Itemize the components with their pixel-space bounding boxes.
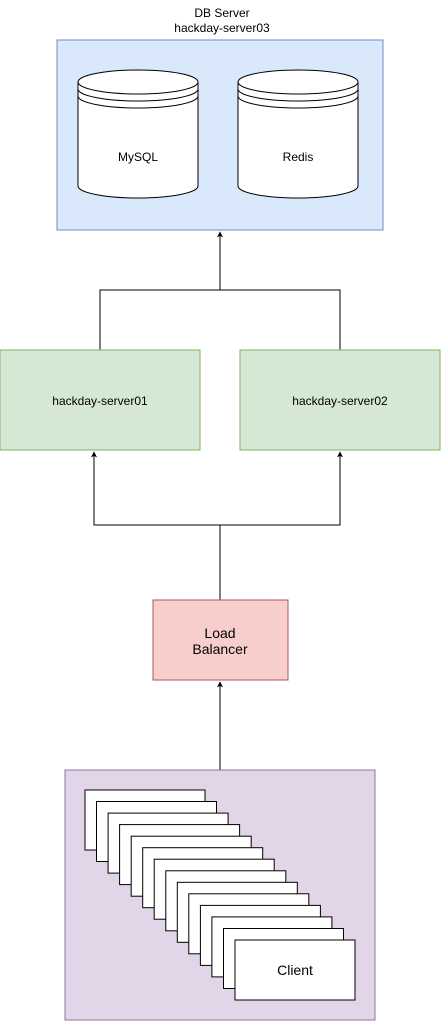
redis-cylinder-top: [237, 81, 359, 95]
client-stack: [84, 789, 356, 1001]
lb-to-app-connector-left: [91, 451, 221, 600]
mysql-cylinder-top: [77, 81, 199, 95]
app-to-db-connector-left: [99, 231, 223, 350]
mysql-cylinder-body: [77, 69, 199, 199]
mysql-database[interactable]: MySQL: [77, 69, 199, 199]
app-to-db-connector-right: [220, 289, 341, 350]
app-server-1[interactable]: hackday-server01: [0, 349, 201, 451]
client-label: Client: [277, 962, 313, 978]
clients-group[interactable]: Client: [64, 769, 376, 1021]
redis-cylinder-ring: [237, 95, 359, 109]
client-card: [234, 939, 356, 1001]
app-server-2[interactable]: hackday-server02: [239, 349, 441, 451]
app-server-2-label: hackday-server02: [292, 394, 388, 408]
redis-database[interactable]: Redis: [237, 69, 359, 199]
mysql-cylinder-ring: [77, 95, 199, 109]
db-server-title: DB Server: [194, 6, 249, 20]
lb-to-app-connector-right: [220, 451, 343, 526]
load-balancer-box: [152, 599, 289, 681]
app-server-1-label: hackday-server01: [52, 394, 148, 408]
mysql-label: MySQL: [118, 150, 158, 164]
app-server-1-box: [0, 349, 201, 451]
load-balancer-label-line2: Balancer: [192, 641, 248, 657]
load-balancer-label-line1: Load: [204, 625, 235, 641]
db-server-group[interactable]: DB Server hackday-server03 MySQL Redis: [56, 6, 384, 231]
db-server-hostname: hackday-server03: [174, 21, 270, 35]
redis-cylinder-ring: [237, 88, 359, 102]
redis-cylinder-body: [237, 69, 359, 199]
redis-label: Redis: [283, 150, 314, 164]
load-balancer[interactable]: Load Balancer: [152, 599, 289, 681]
mysql-cylinder-ring: [77, 88, 199, 102]
app-server-2-box: [239, 349, 441, 451]
